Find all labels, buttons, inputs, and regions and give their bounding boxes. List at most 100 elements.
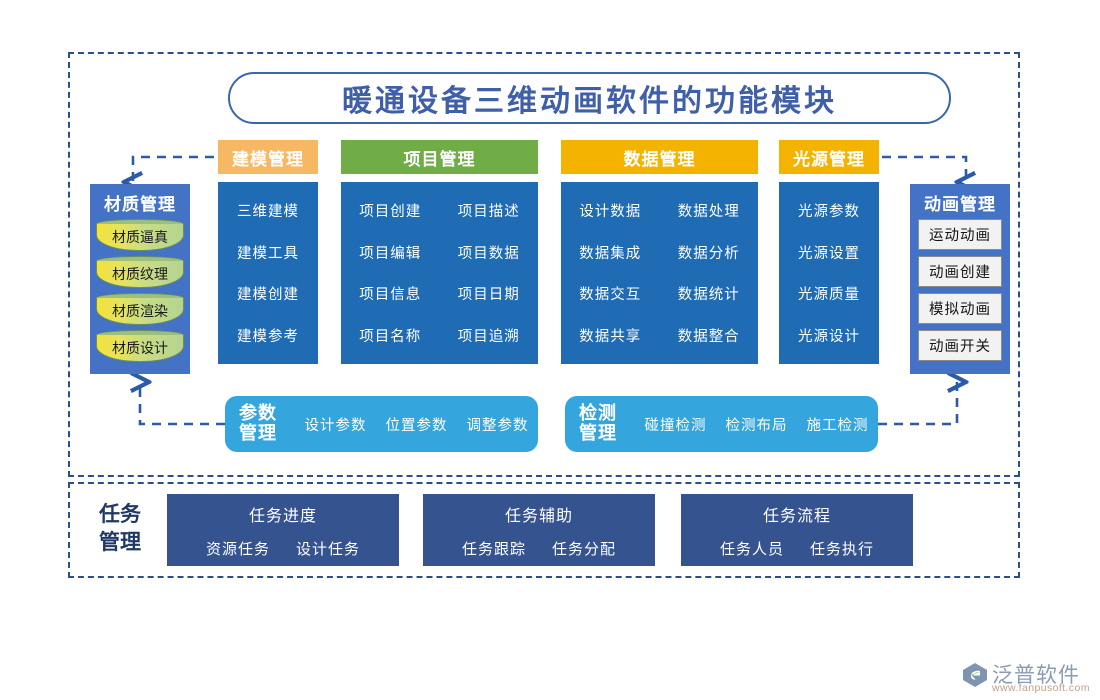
task-label-line1: 任务 bbox=[99, 501, 141, 526]
list-item: 项目名称 bbox=[359, 328, 422, 345]
table-row: 数据共享 数据整合 bbox=[561, 325, 758, 346]
list-item: 数据分析 bbox=[677, 245, 740, 262]
list-item: 资源任务 bbox=[205, 539, 270, 558]
animation-item-button[interactable]: 动画开关 bbox=[918, 330, 1002, 361]
list-item: 项目创建 bbox=[359, 204, 422, 221]
table-row: 光源设置 bbox=[779, 242, 879, 263]
table-row: 项目编辑 项目数据 bbox=[341, 242, 538, 263]
list-item: 碰撞检测 bbox=[644, 417, 707, 434]
list-item: 任务人员 bbox=[719, 539, 784, 558]
cylinder-body-icon bbox=[96, 261, 184, 288]
task-management-label: 任务 管理 bbox=[80, 500, 160, 556]
list-item: 数据处理 bbox=[677, 204, 740, 221]
list-item: 数据交互 bbox=[579, 287, 642, 304]
task-box-title: 任务进度 bbox=[248, 505, 317, 525]
list-item: 数据共享 bbox=[579, 328, 642, 345]
task-box-assist: 任务辅助 任务跟踪 任务分配 bbox=[423, 494, 655, 566]
category-header-data: 数据管理 bbox=[561, 140, 758, 174]
category-header-modeling: 建模管理 bbox=[218, 140, 318, 174]
list-item: 任务分配 bbox=[552, 539, 617, 558]
task-box-title: 任务辅助 bbox=[504, 505, 573, 525]
list-item: 检测布局 bbox=[725, 417, 788, 434]
category-header-label: 光源管理 bbox=[793, 149, 865, 170]
list-item: 建模创建 bbox=[237, 287, 299, 304]
list-item: 光源参数 bbox=[798, 204, 860, 221]
list-item: 设计任务 bbox=[296, 539, 361, 558]
table-row: 设计数据 数据处理 bbox=[561, 200, 758, 221]
category-body-project: 项目创建 项目描述 项目编辑 项目数据 项目信息项目日期 项目名称 项目追溯 bbox=[341, 182, 538, 364]
table-row: 建模参考 bbox=[218, 325, 318, 346]
list-item: 数据集成 bbox=[579, 245, 642, 262]
animation-management-panel: 动画管理 运动动画 动画创建 模拟动画 动画开关 bbox=[910, 184, 1010, 374]
category-body-data: 设计数据 数据处理 数据集成 数据分析 数据交互 数据统计 数据共享 数据整合 bbox=[561, 182, 758, 364]
list-item: 位置参数 bbox=[385, 417, 448, 434]
material-cylinder-label: 材质纹理 bbox=[112, 266, 168, 282]
list-item: 设计数据 bbox=[579, 204, 642, 221]
material-cylinder-label: 材质设计 bbox=[112, 340, 168, 356]
cylinder-body-icon bbox=[96, 335, 184, 362]
list-item: 建模工具 bbox=[237, 245, 299, 262]
company-logo: 泛普软件 www.fanpusoft.com bbox=[962, 660, 1092, 696]
table-row: 项目名称 项目追溯 bbox=[341, 325, 538, 346]
task-module-frame bbox=[68, 482, 1020, 578]
parameter-management-block: 参数 管理 设计参数 位置参数 调整参数 bbox=[225, 396, 538, 452]
material-management-panel: 材质管理 材质逼真 材质纹理 材质渲染 材质设计 bbox=[90, 184, 190, 374]
inspection-management-title: 检测 管理 bbox=[565, 404, 635, 444]
animation-item-button[interactable]: 运动动画 bbox=[918, 219, 1002, 250]
category-body-light: 光源参数 光源设置 光源质量 光源设计 bbox=[779, 182, 879, 364]
table-row: 光源参数 bbox=[779, 200, 879, 221]
list-item: 项目编辑 bbox=[359, 245, 422, 262]
material-panel-title: 材质管理 bbox=[104, 195, 176, 215]
list-item: 项目数据 bbox=[457, 245, 520, 262]
list-item: 三维建模 bbox=[237, 204, 299, 221]
inspection-title-line2: 管理 bbox=[579, 423, 617, 444]
task-box-flow: 任务流程 任务人员 任务执行 bbox=[681, 494, 913, 566]
logo-brand-text: 泛普软件 bbox=[992, 663, 1080, 687]
material-cylinder-label: 材质逼真 bbox=[112, 229, 168, 245]
table-row: 光源设计 bbox=[779, 325, 879, 346]
list-item: 调整参数 bbox=[466, 417, 529, 434]
category-header-label: 项目管理 bbox=[403, 149, 476, 170]
category-body-modeling: 三维建模 建模工具 建模创建 建模参考 bbox=[218, 182, 318, 364]
table-row: 数据集成 数据分析 bbox=[561, 242, 758, 263]
material-cylinder: 材质纹理 bbox=[96, 256, 184, 290]
material-cylinder-label: 材质渲染 bbox=[112, 303, 168, 319]
logo-url-text: www.fanpusoft.com bbox=[992, 682, 1090, 694]
table-row: 建模工具 bbox=[218, 242, 318, 263]
material-cylinder: 材质渲染 bbox=[96, 293, 184, 327]
category-header-light: 光源管理 bbox=[779, 140, 879, 174]
list-item: 任务跟踪 bbox=[461, 539, 526, 558]
material-cylinder: 材质逼真 bbox=[96, 219, 184, 253]
parameter-title-line1: 参数 bbox=[239, 403, 277, 424]
animation-panel-title: 动画管理 bbox=[924, 195, 996, 215]
list-item: 数据统计 bbox=[677, 287, 740, 304]
list-item: 项目描述 bbox=[457, 204, 520, 221]
cylinder-body-icon bbox=[96, 298, 184, 325]
table-row: 光源质量 bbox=[779, 283, 879, 304]
diagram-title: 暖通设备三维动画软件的功能模块 bbox=[228, 72, 951, 124]
table-row: 项目信息项目日期 bbox=[341, 283, 538, 304]
animation-item-button[interactable]: 模拟动画 bbox=[918, 293, 1002, 324]
category-header-label: 建模管理 bbox=[232, 149, 304, 170]
cylinder-body-icon bbox=[96, 224, 184, 251]
parameter-title-line2: 管理 bbox=[239, 423, 277, 444]
fanpu-logo-icon bbox=[963, 663, 987, 687]
inspection-management-block: 检测 管理 碰撞检测 检测布局 施工检测 bbox=[565, 396, 878, 452]
list-item: 施工检测 bbox=[806, 417, 869, 434]
material-cylinder: 材质设计 bbox=[96, 330, 184, 364]
list-item: 数据整合 bbox=[677, 328, 740, 345]
animation-item-button[interactable]: 动画创建 bbox=[918, 256, 1002, 287]
list-item: 光源设置 bbox=[798, 245, 860, 262]
diagram-title-text: 暖通设备三维动画软件的功能模块 bbox=[342, 84, 837, 119]
table-row: 项目创建 项目描述 bbox=[341, 200, 538, 221]
list-item: 项目追溯 bbox=[457, 328, 520, 345]
category-header-project: 项目管理 bbox=[341, 140, 538, 174]
list-item: 建模参考 bbox=[237, 328, 299, 345]
task-box-progress: 任务进度 资源任务 设计任务 bbox=[167, 494, 399, 566]
category-header-label: 数据管理 bbox=[623, 149, 696, 170]
list-item: 任务执行 bbox=[810, 539, 875, 558]
table-row: 三维建模 bbox=[218, 200, 318, 221]
list-item: 光源设计 bbox=[798, 328, 860, 345]
list-item: 项目信息 bbox=[359, 287, 422, 304]
